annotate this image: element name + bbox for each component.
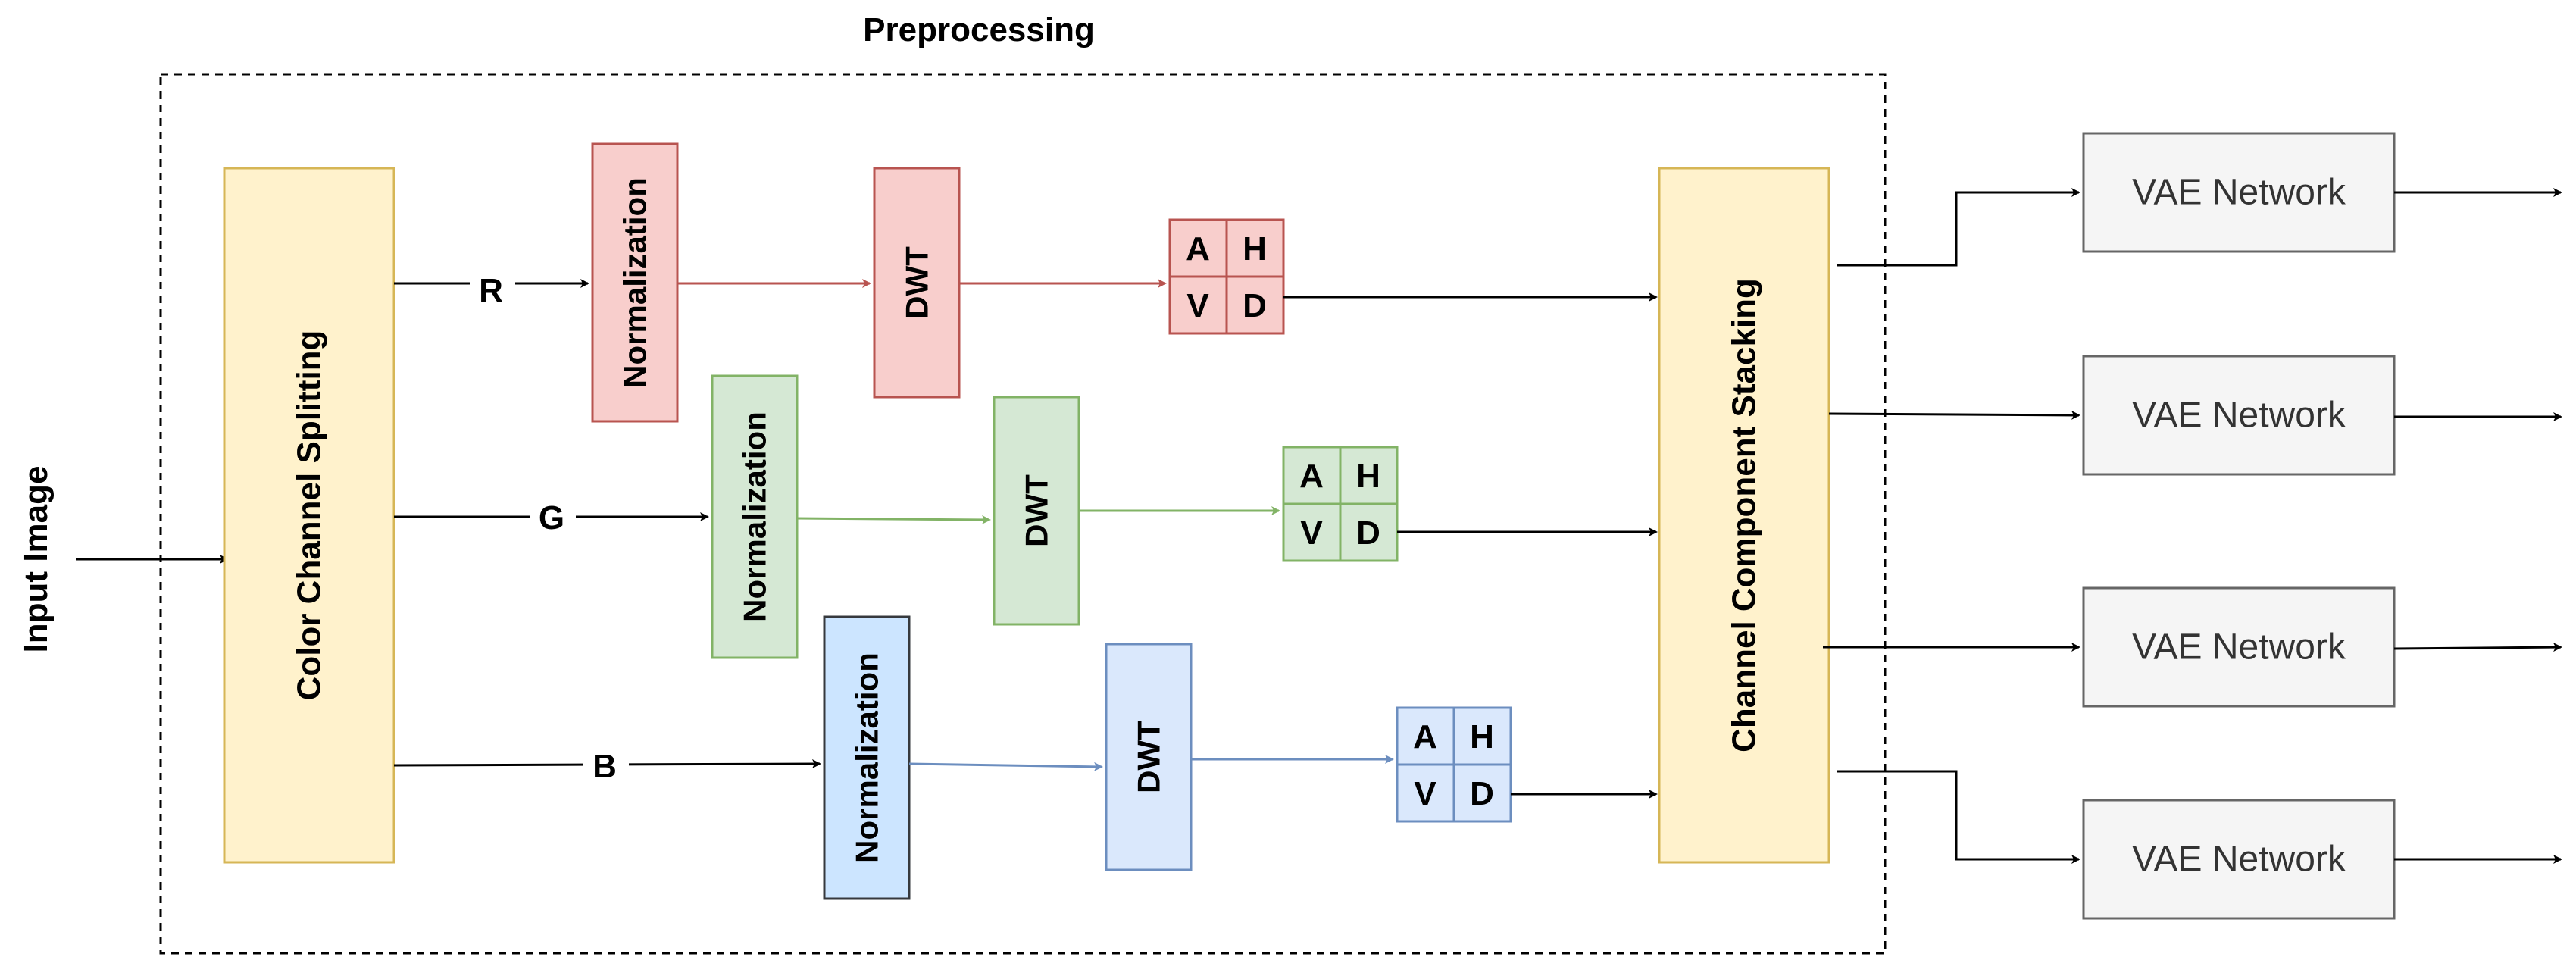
g-subband-v: V — [1300, 515, 1323, 552]
stacking-to-vae-2-arrow — [1828, 410, 2080, 420]
b-subband-v: V — [1414, 775, 1436, 812]
preprocessing-frame — [159, 73, 1887, 955]
r-channel: R Normalization DWT A H V D — [394, 142, 1658, 423]
g-dwt-box — [993, 396, 1080, 626]
vae-network-4: VAE Network — [2082, 799, 2396, 920]
g-channel: G Normalization DWT A H V D — [394, 374, 1658, 659]
vae-3-output-arrow — [2393, 643, 2562, 652]
vae-network-1: VAE Network — [2082, 132, 2396, 253]
preprocessing-label: Preprocessing — [863, 11, 1095, 48]
channel-component-stacking-box — [1658, 167, 1830, 864]
r-subband-h: H — [1243, 230, 1267, 267]
vae-network-4-label: VAE Network — [2132, 840, 2346, 880]
b-subband-d: D — [1470, 775, 1494, 812]
g-subband-a: A — [1299, 458, 1324, 495]
b-normalization-label: Normalization — [849, 652, 885, 863]
r-subband-v: V — [1186, 287, 1209, 324]
vae-network-1-label: VAE Network — [2132, 173, 2346, 213]
r-dwt-box — [873, 167, 961, 399]
color-channel-splitting-box — [223, 167, 395, 864]
b-subband-h: H — [1470, 718, 1494, 755]
vae-network-3-label: VAE Network — [2132, 627, 2346, 668]
channel-component-stacking-label: Channel Component Stacking — [1726, 278, 1763, 752]
b-channel-letter: B — [592, 748, 617, 785]
g-dwt-label: DWT — [1019, 474, 1055, 547]
r-normalization-label: Normalization — [617, 177, 653, 388]
stacking-to-vae-1-arrow — [1837, 188, 2080, 267]
vae-network-2-label: VAE Network — [2132, 396, 2346, 436]
input-image-label: Input Image — [17, 466, 55, 653]
g-channel-letter: G — [539, 499, 564, 536]
r-subband-a: A — [1186, 230, 1210, 267]
b-norm-to-dwt-arrow — [908, 762, 1103, 771]
g-normalization-box — [711, 374, 799, 659]
r-subband-grid: A H V D — [1168, 218, 1285, 335]
g-subband-grid: A H V D — [1282, 446, 1399, 562]
vae-network-3: VAE Network — [2082, 586, 2396, 708]
r-subband-d: D — [1243, 287, 1267, 324]
color-channel-splitting-label: Color Channel Splitting — [291, 330, 328, 701]
g-subband-d: D — [1356, 515, 1380, 552]
r-dwt-label: DWT — [899, 246, 935, 319]
b-subband-grid: A H V D — [1396, 706, 1512, 823]
b-subband-a: A — [1413, 718, 1437, 755]
g-normalization-label: Normalization — [737, 411, 773, 622]
g-norm-to-dwt-arrow — [796, 515, 991, 524]
b-channel: B Normalization DWT A H V D — [393, 615, 1658, 900]
r-channel-letter: R — [479, 272, 503, 309]
vae-network-2: VAE Network — [2082, 355, 2396, 476]
b-normalization-box — [823, 615, 911, 900]
b-dwt-label: DWT — [1131, 721, 1167, 793]
stacking-to-vae-4-arrow — [1837, 770, 2080, 864]
b-dwt-box — [1105, 643, 1193, 871]
g-subband-h: H — [1356, 458, 1380, 495]
